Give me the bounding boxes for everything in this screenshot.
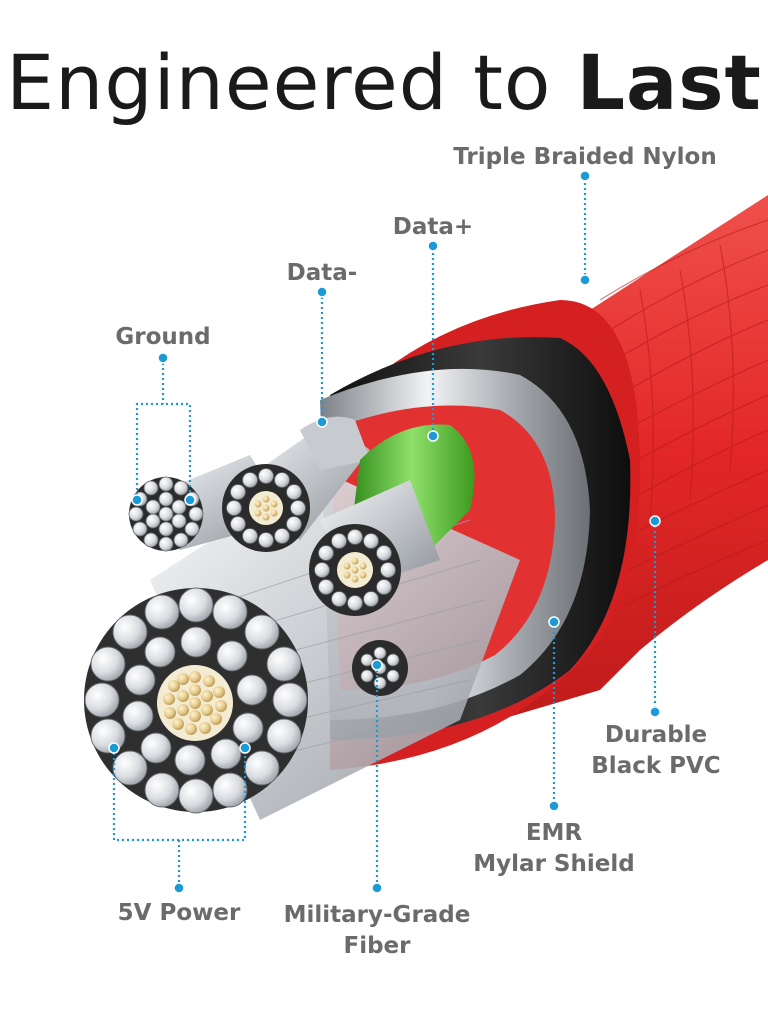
label-pvc-line1: Durable bbox=[604, 722, 708, 748]
callout-dots bbox=[108, 170, 661, 894]
data-plus-conductor bbox=[309, 524, 401, 616]
callouts bbox=[112, 178, 657, 888]
label-pvc-line2: Black PVC bbox=[591, 753, 721, 779]
page-title: Engineered to Last bbox=[0, 38, 768, 128]
label-data-minus: Data- bbox=[286, 260, 358, 286]
title-prefix: Engineered to bbox=[6, 38, 552, 127]
ground-conductor bbox=[128, 476, 204, 552]
label-data-plus: Data+ bbox=[392, 214, 474, 240]
power-conductor bbox=[84, 587, 308, 814]
label-shield-line1: EMR bbox=[525, 820, 583, 846]
label-5v-power: 5V Power bbox=[117, 900, 241, 926]
label-military-grade-fiber: Military-Grade Fiber bbox=[272, 900, 482, 962]
title-emphasis: Last bbox=[576, 38, 762, 127]
label-shield-line2: Mylar Shield bbox=[473, 851, 635, 877]
label-fiber-line2: Fiber bbox=[343, 933, 411, 959]
label-emr-mylar-shield: EMR Mylar Shield bbox=[462, 818, 646, 880]
label-triple-braided-nylon: Triple Braided Nylon bbox=[453, 144, 717, 170]
label-durable-black-pvc: Durable Black PVC bbox=[578, 720, 734, 782]
label-ground: Ground bbox=[115, 324, 211, 350]
data-minus-conductor bbox=[222, 464, 310, 552]
label-fiber-line1: Military-Grade bbox=[283, 902, 471, 928]
